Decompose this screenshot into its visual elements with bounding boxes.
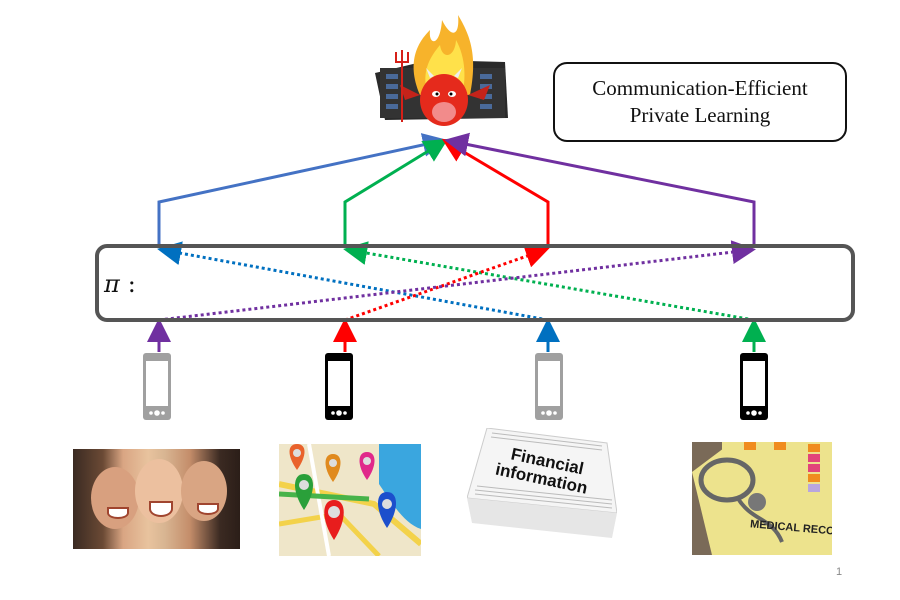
location-map-image (279, 444, 421, 556)
medical-record-image: MEDICAL RECORD (692, 442, 832, 555)
permute-green (343, 241, 755, 322)
pi-colon: : (127, 270, 136, 298)
phone-3-icon (535, 353, 563, 420)
title-line-1: Communication-Efficient (592, 76, 808, 100)
page-number: 1 (836, 566, 843, 578)
title-box: Communication-Efficient Private Learning (553, 62, 847, 142)
arrow-blue-to-server (157, 133, 447, 244)
arrow-purple-to-server (444, 132, 756, 244)
phone-2-icon (325, 353, 353, 420)
devil-server-icon (375, 15, 508, 126)
permute-red (344, 244, 550, 322)
permutation-label: π: (104, 270, 136, 298)
permute-blue (157, 241, 549, 322)
pi-symbol: π (104, 270, 120, 298)
personal-photos-image (73, 449, 240, 549)
arrow-red-to-server (441, 138, 550, 244)
phone-1-icon (143, 353, 171, 420)
arrow-green-to-server (343, 138, 449, 244)
shuffler-box (95, 244, 855, 322)
financial-information-image: Financial information (467, 428, 617, 543)
title-line-2: Private Learning (629, 103, 771, 127)
phone-4-icon (740, 353, 768, 420)
